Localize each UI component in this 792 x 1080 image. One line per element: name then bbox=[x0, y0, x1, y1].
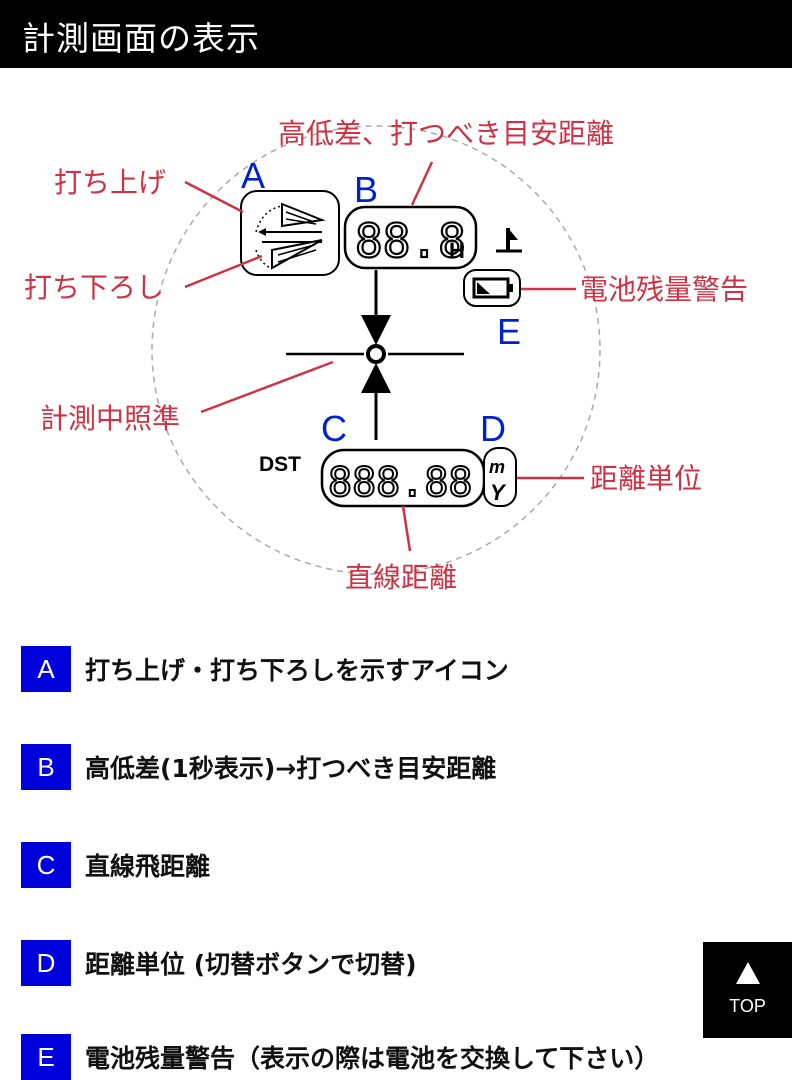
label-downhill: 打ち下ろし bbox=[24, 271, 164, 304]
legend-badge: B bbox=[21, 744, 71, 790]
letter-a: A bbox=[241, 155, 265, 196]
flag-icon bbox=[496, 228, 522, 253]
legend-badge: C bbox=[21, 842, 71, 888]
uphill-icon bbox=[255, 202, 326, 236]
up-arrow-icon bbox=[736, 962, 760, 984]
unit-indicator: m Y bbox=[483, 447, 517, 507]
label-unit: 距離単位 bbox=[590, 462, 702, 495]
legend-text: 打ち上げ・打ち下ろしを示すアイコン bbox=[85, 656, 509, 685]
back-to-top-button[interactable]: TOP bbox=[703, 942, 792, 1038]
battery-icon bbox=[463, 269, 521, 307]
legend-badge: A bbox=[21, 646, 71, 692]
unit-y: Y bbox=[490, 480, 507, 505]
letter-e: E bbox=[497, 311, 521, 352]
letter-b: B bbox=[354, 169, 378, 210]
rangefinder-display-diagram: 88.8 H DST 888.88 m Y A B E C D bbox=[24, 117, 748, 594]
legend-item-d: D 距離単位 (切替ボタンで切替) bbox=[21, 940, 721, 986]
legend-item-b: B 高低差(1秒表示)→打つべき目安距離 bbox=[21, 744, 721, 790]
elevation-digits: 88.8 bbox=[355, 214, 466, 268]
dst-label: DST bbox=[259, 453, 301, 476]
legend-item-c: C 直線飛距離 bbox=[21, 842, 721, 888]
distance-digits: 888.88 bbox=[328, 460, 473, 506]
unit-m: m bbox=[489, 457, 505, 477]
legend-text: 距離単位 (切替ボタンで切替) bbox=[85, 950, 417, 979]
viewfinder-circle bbox=[151, 125, 601, 575]
label-battery: 電池残量警告 bbox=[580, 273, 748, 306]
elevation-lcd: 88.8 H bbox=[343, 205, 478, 270]
distance-lcd: 888.88 bbox=[320, 448, 486, 508]
label-elevation: 高低差、打つべき目安距離 bbox=[278, 117, 614, 150]
letter-d: D bbox=[480, 408, 506, 449]
legend-item-a: A 打ち上げ・打ち下ろしを示すアイコン bbox=[21, 646, 721, 692]
label-aiming: 計測中照準 bbox=[40, 402, 180, 435]
label-distance: 直線距離 bbox=[345, 561, 457, 594]
aiming-crosshair bbox=[286, 270, 464, 440]
label-uphill: 打ち上げ bbox=[54, 166, 166, 199]
page-title: 計測画面の表示 bbox=[22, 19, 260, 58]
incline-icon-box bbox=[240, 190, 340, 276]
legend-badge: D bbox=[21, 940, 71, 986]
letter-c: C bbox=[321, 408, 347, 449]
legend-text: 直線飛距離 bbox=[85, 852, 211, 881]
legend-item-e: E 電池残量警告（表示の際は電池を交換して下さい） bbox=[21, 1034, 721, 1080]
elevation-suffix: H bbox=[449, 238, 465, 263]
legend-text: 高低差(1秒表示)→打つべき目安距離 bbox=[85, 754, 497, 783]
downhill-icon bbox=[255, 239, 323, 270]
legend-badge: E bbox=[21, 1034, 71, 1080]
top-label: TOP bbox=[729, 996, 766, 1016]
legend-text: 電池残量警告（表示の際は電池を交換して下さい） bbox=[85, 1044, 660, 1073]
page-header: 計測画面の表示 bbox=[0, 0, 792, 68]
